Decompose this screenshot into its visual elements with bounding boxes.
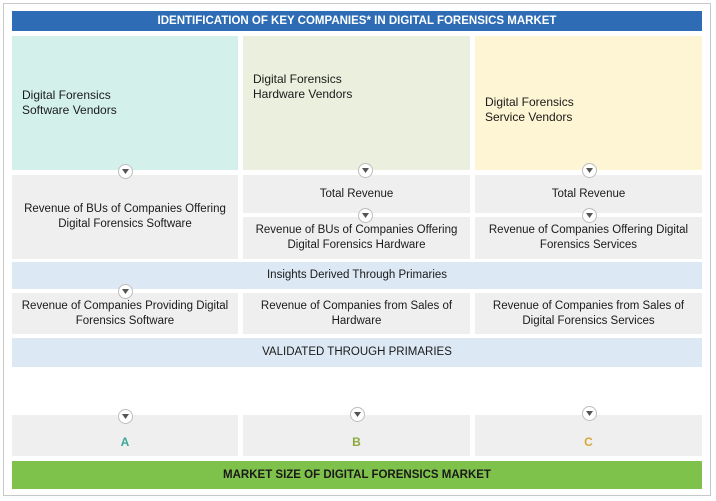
diagram-title: IDENTIFICATION OF KEY COMPANIES* IN DIGI… [12,11,702,31]
services-total-revenue-box: Total Revenue [475,175,702,213]
chevron-down-icon [118,284,133,299]
hardware-bu-revenue-line1: Revenue of BUs of Companies Offering [255,224,458,236]
hardware-sales-revenue-line2: Hardware [331,314,382,327]
service-vendors-line1: Digital Forensics [485,95,574,109]
chevron-down-icon [358,163,373,178]
result-box-c: C [475,415,702,456]
software-sales-revenue-box: Revenue of Companies Providing Digital F… [12,293,238,334]
software-bu-revenue-line2: Digital Forensics Software [58,218,192,230]
software-sales-revenue-line2: Forensics Software [75,314,175,327]
chevron-down-icon [350,407,365,422]
hardware-vendors-line1: Digital Forensics [253,72,342,86]
validated-band: VALIDATED THROUGH PRIMARIES [12,338,702,367]
services-bu-revenue-line1: Revenue of Companies Offering Digital [488,224,689,236]
software-vendors-box: Digital Forensics Software Vendors [12,36,238,170]
software-sales-revenue-line1: Revenue of Companies Providing Digital [21,299,229,312]
chevron-down-icon [118,164,133,179]
chevron-down-icon [582,163,597,178]
chevron-down-icon [582,208,597,223]
insights-band: Insights Derived Through Primaries [12,262,702,289]
chevron-down-icon [118,409,133,424]
service-vendors-box: Digital Forensics Service Vendors [475,36,702,170]
hardware-bu-revenue-line2: Digital Forensics Hardware [287,239,426,251]
services-bu-revenue-line2: Forensics Services [539,239,638,251]
hardware-sales-revenue-box: Revenue of Companies from Sales of Hardw… [243,293,470,334]
market-size-band: MARKET SIZE OF DIGITAL FORENSICS MARKET [12,461,702,489]
services-sales-revenue-line1: Revenue of Companies from Sales of [492,299,685,312]
software-vendors-line1: Digital Forensics [22,88,111,102]
software-vendors-line2: Software Vendors [22,103,117,117]
chevron-down-icon [358,208,373,223]
software-bu-revenue-box: Revenue of BUs of Companies Offering Dig… [12,175,238,259]
hardware-sales-revenue-line1: Revenue of Companies from Sales of [260,299,453,312]
hardware-vendors-box: Digital Forensics Hardware Vendors [243,36,470,170]
services-sales-revenue-box: Revenue of Companies from Sales of Digit… [475,293,702,334]
software-bu-revenue-line1: Revenue of BUs of Companies Offering [24,203,226,215]
service-vendors-line2: Service Vendors [485,110,573,124]
services-bu-revenue-box: Revenue of Companies Offering Digital Fo… [475,217,702,259]
chevron-down-icon [582,406,597,421]
hardware-vendors-line2: Hardware Vendors [253,87,353,101]
hardware-bu-revenue-box: Revenue of BUs of Companies Offering Dig… [243,217,470,259]
hardware-total-revenue-box: Total Revenue [243,175,470,213]
services-sales-revenue-line2: Digital Forensics Services [522,314,655,327]
